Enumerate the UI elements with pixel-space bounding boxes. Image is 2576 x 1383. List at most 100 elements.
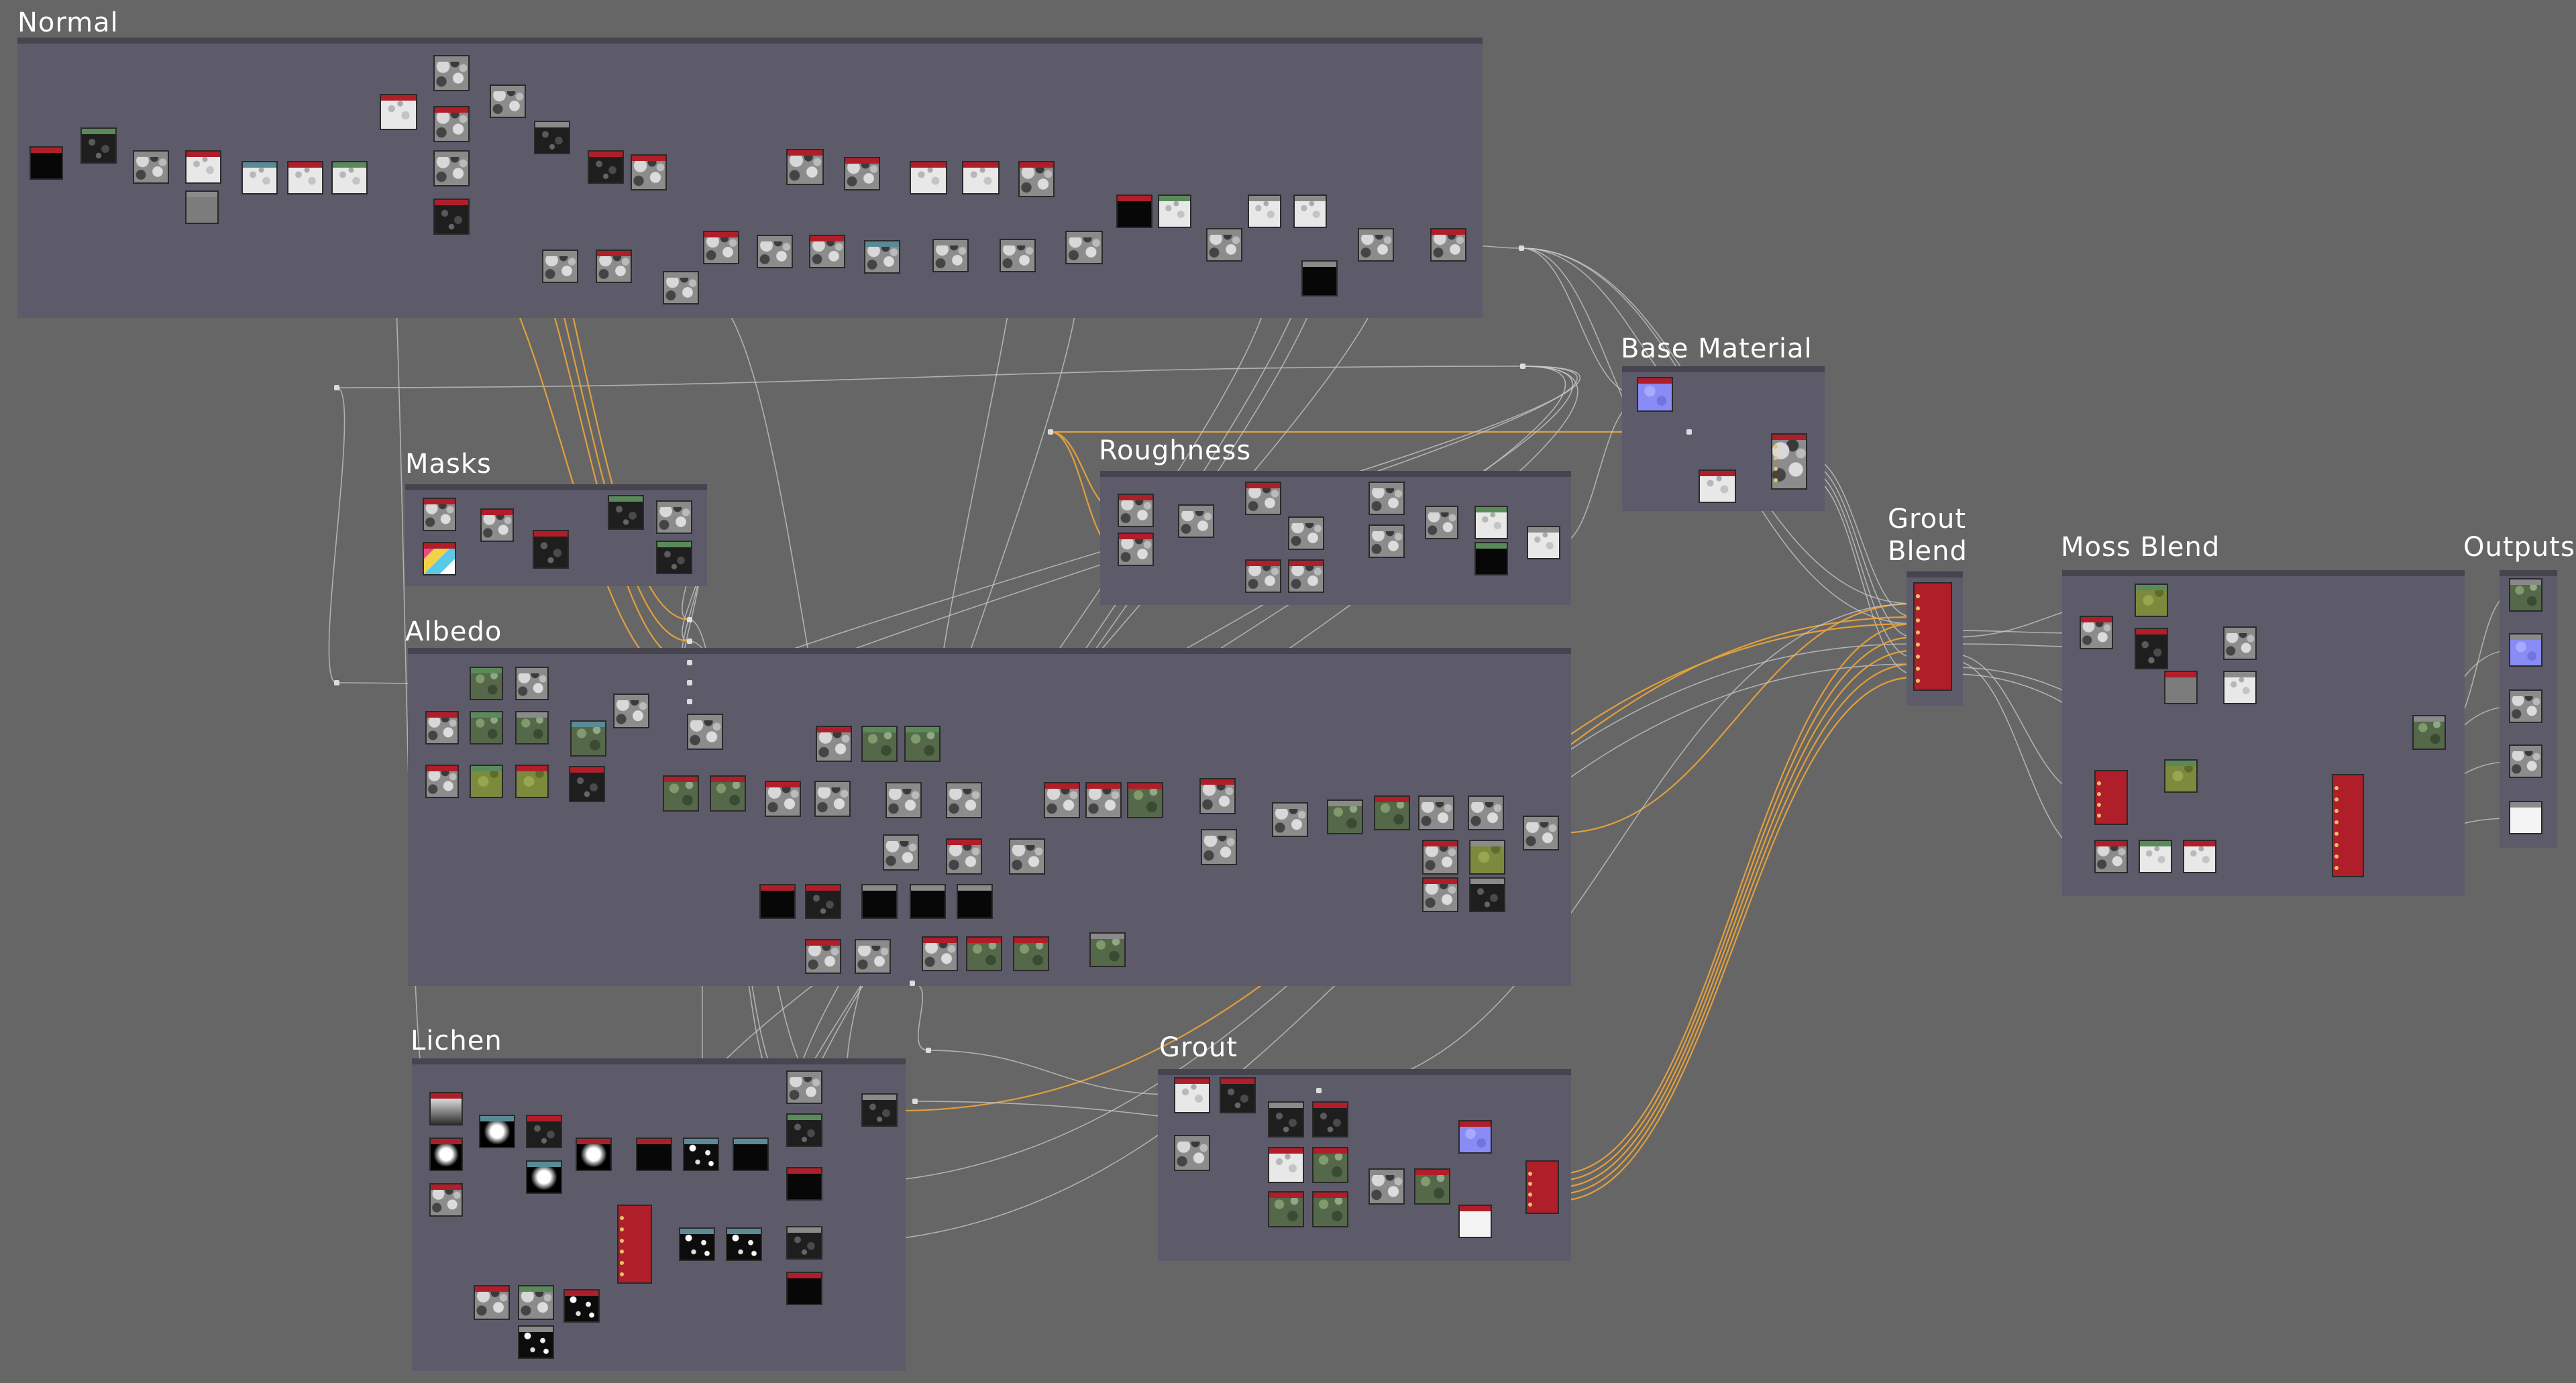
reroute-dot[interactable] xyxy=(687,699,692,704)
graph-node[interactable] xyxy=(1174,1135,1210,1171)
graph-node[interactable] xyxy=(1127,782,1163,818)
graph-node[interactable] xyxy=(1523,816,1559,850)
graph-node[interactable] xyxy=(957,884,993,919)
graph-node[interactable] xyxy=(1288,516,1324,550)
graph-node[interactable] xyxy=(805,884,841,919)
graph-node[interactable] xyxy=(1474,506,1508,539)
connection-wire[interactable] xyxy=(328,387,345,683)
graph-node[interactable] xyxy=(1245,482,1281,515)
graph-node[interactable] xyxy=(861,726,898,762)
graph-node[interactable] xyxy=(608,495,644,530)
graph-node[interactable] xyxy=(733,1138,769,1171)
graph-node[interactable] xyxy=(534,121,570,154)
connection-wire-highlighted[interactable] xyxy=(1558,663,1914,1195)
graph-node[interactable] xyxy=(569,766,605,802)
graph-node[interactable] xyxy=(786,149,824,185)
graph-node[interactable] xyxy=(1248,195,1281,228)
graph-node[interactable] xyxy=(1065,231,1103,264)
connection-wire[interactable] xyxy=(336,366,1523,388)
graph-node[interactable] xyxy=(470,667,503,700)
node-input-pins[interactable] xyxy=(1916,590,1920,687)
graph-node[interactable] xyxy=(515,765,549,798)
graph-node[interactable] xyxy=(2135,628,2168,669)
connection-wire-highlighted[interactable] xyxy=(1558,649,1914,1188)
graph-node[interactable] xyxy=(185,190,219,224)
graph-node[interactable] xyxy=(2139,840,2172,873)
graph-node[interactable] xyxy=(515,711,549,744)
graph-node[interactable] xyxy=(564,1289,600,1323)
graph-node[interactable] xyxy=(1312,1101,1348,1138)
graph-node[interactable] xyxy=(2509,633,2542,667)
graph-node[interactable] xyxy=(932,239,969,272)
reroute-dot[interactable] xyxy=(334,680,339,685)
graph-node[interactable] xyxy=(576,1138,612,1171)
frame-normal[interactable] xyxy=(17,38,1483,318)
graph-node[interactable] xyxy=(663,271,699,305)
graph-node[interactable] xyxy=(809,235,845,268)
graph-node[interactable] xyxy=(429,1092,463,1125)
graph-node[interactable] xyxy=(703,231,739,264)
reroute-dot[interactable] xyxy=(687,680,692,685)
node-input-pins[interactable] xyxy=(2334,782,2339,873)
graph-node[interactable] xyxy=(596,250,632,283)
graph-node[interactable] xyxy=(1174,1077,1210,1113)
graph-node[interactable] xyxy=(425,765,459,798)
connection-wire[interactable] xyxy=(1521,247,1638,395)
connection-wire[interactable] xyxy=(928,1050,1175,1095)
graph-node[interactable] xyxy=(331,161,368,195)
graph-node[interactable] xyxy=(910,884,946,919)
graph-node[interactable] xyxy=(1158,195,1191,228)
graph-node[interactable] xyxy=(588,150,624,184)
graph-node[interactable] xyxy=(962,161,1000,195)
graph-node[interactable] xyxy=(786,1113,822,1147)
graph-node[interactable] xyxy=(479,1115,515,1148)
graph-node[interactable] xyxy=(757,235,793,268)
reroute-dot[interactable] xyxy=(1520,364,1525,369)
graph-node[interactable] xyxy=(1268,1191,1304,1227)
graph-node[interactable] xyxy=(518,1325,554,1359)
graph-node[interactable] xyxy=(1368,482,1405,515)
graph-node[interactable] xyxy=(433,199,470,235)
graph-node[interactable] xyxy=(470,711,503,744)
graph-node[interactable] xyxy=(1430,228,1466,262)
graph-node[interactable] xyxy=(526,1115,562,1148)
graph-node[interactable] xyxy=(1009,838,1045,875)
connection-wire-highlighted[interactable] xyxy=(1558,676,1914,1202)
graph-node[interactable] xyxy=(946,782,982,818)
graph-node[interactable] xyxy=(904,726,941,762)
graph-node[interactable] xyxy=(1469,877,1505,912)
graph-node[interactable] xyxy=(425,711,459,744)
graph-node[interactable] xyxy=(2509,801,2542,834)
graph-node[interactable] xyxy=(1000,239,1036,272)
graph-node[interactable] xyxy=(2183,840,2216,873)
graph-node[interactable] xyxy=(910,161,947,195)
graph-node[interactable] xyxy=(480,508,514,542)
graph-node[interactable] xyxy=(185,150,221,184)
graph-node[interactable] xyxy=(786,1070,822,1104)
graph-node[interactable] xyxy=(663,775,699,812)
graph-node[interactable] xyxy=(2164,671,2198,704)
graph-node[interactable] xyxy=(2223,671,2257,704)
graph-node[interactable] xyxy=(423,498,456,531)
graph-node[interactable] xyxy=(814,781,851,817)
graph-node[interactable] xyxy=(241,161,278,195)
graph-node[interactable] xyxy=(518,1285,554,1320)
graph-node[interactable] xyxy=(1468,795,1504,830)
graph-node[interactable] xyxy=(2509,744,2542,778)
reroute-dot[interactable] xyxy=(687,639,692,644)
graph-node[interactable] xyxy=(1199,778,1236,814)
graph-node[interactable] xyxy=(429,1138,463,1171)
graph-node[interactable] xyxy=(1422,840,1458,875)
graph-node[interactable] xyxy=(844,157,880,190)
connection-wire[interactable] xyxy=(912,983,929,1051)
graph-node[interactable] xyxy=(759,884,796,919)
graph-node[interactable] xyxy=(786,1226,822,1260)
graph-node[interactable] xyxy=(679,1227,715,1261)
graph-node[interactable] xyxy=(1118,533,1154,566)
graph-node[interactable] xyxy=(656,541,692,574)
graph-node[interactable] xyxy=(1771,433,1807,490)
connection-wire[interactable] xyxy=(1951,630,2080,634)
graph-node[interactable] xyxy=(1637,377,1673,412)
graph-node[interactable] xyxy=(1422,877,1458,912)
connection-wire-highlighted[interactable] xyxy=(1558,636,1914,1182)
